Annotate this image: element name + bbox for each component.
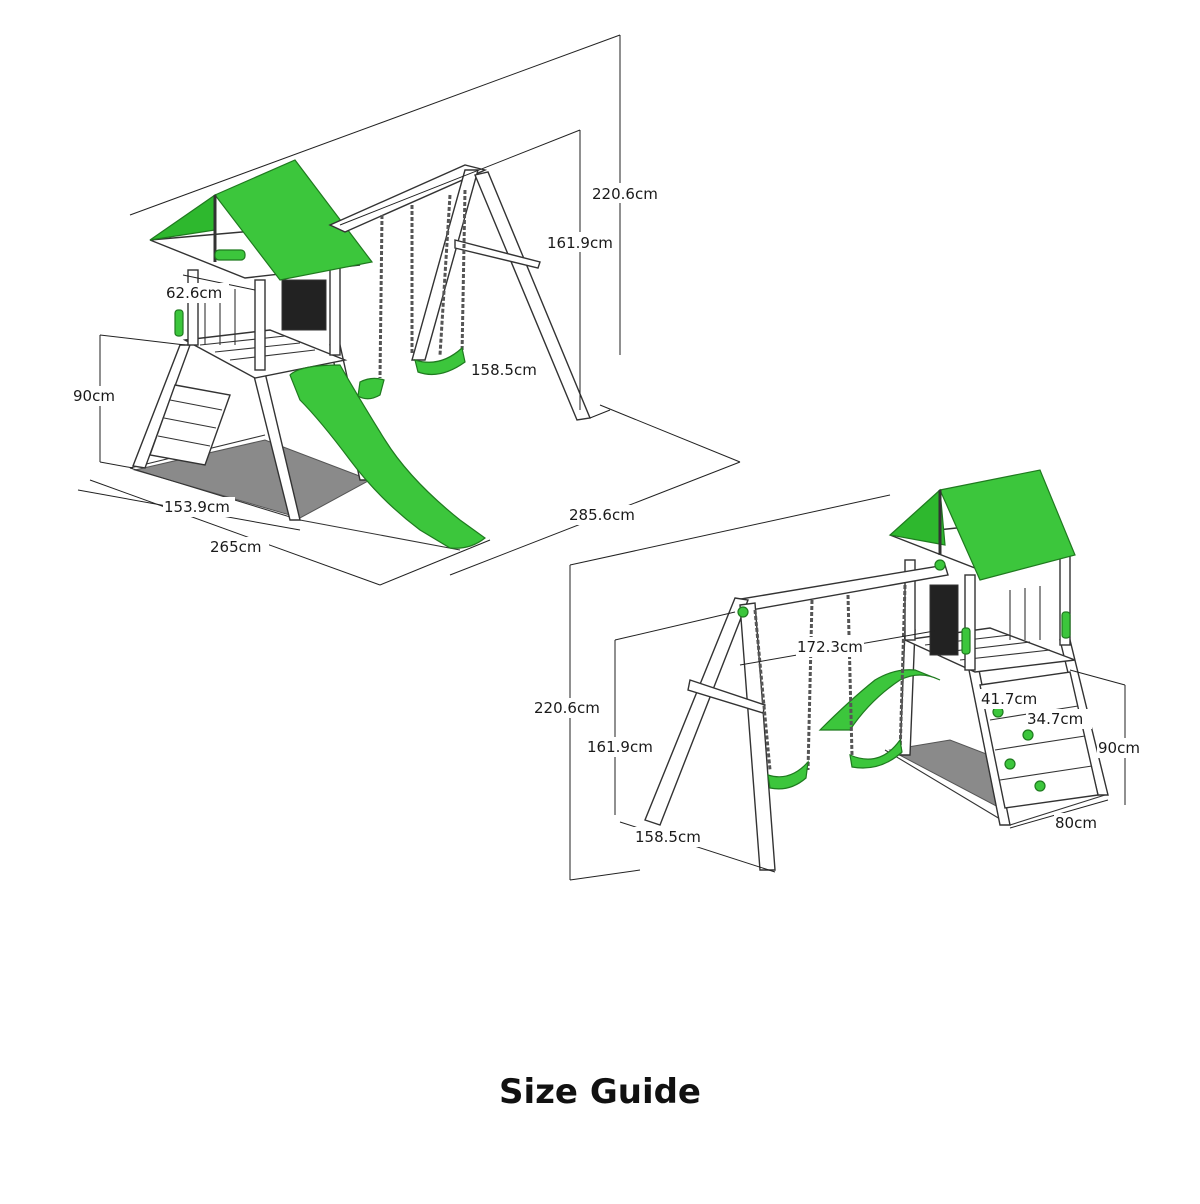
left-slide bbox=[289, 364, 486, 549]
left-swing-beam-height-label: 161.9cm bbox=[547, 234, 613, 252]
left-deck-height-label: 90cm bbox=[73, 387, 115, 405]
left-dimension-labels: 220.6cm 161.9cm 62.6cm 90cm 158.5cm 153.… bbox=[72, 183, 666, 557]
right-roof bbox=[939, 469, 1076, 581]
left-total-depth-label: 265cm bbox=[210, 538, 262, 556]
right-dimension-labels: 220.6cm 161.9cm 172.3cm 41.7cm 34.7cm 90… bbox=[533, 637, 1151, 847]
right-ladder-width-label: 34.7cm bbox=[1027, 710, 1083, 728]
left-chalkboard bbox=[281, 279, 327, 331]
right-swing-bracket-icon bbox=[737, 606, 749, 618]
left-total-height-label: 220.6cm bbox=[592, 185, 658, 203]
right-handle-right-icon bbox=[1061, 611, 1071, 639]
right-ladder-height-label: 41.7cm bbox=[981, 690, 1037, 708]
right-doorway bbox=[929, 584, 959, 656]
left-swing-seat-1 bbox=[357, 377, 385, 400]
left-playset-view bbox=[77, 34, 741, 586]
right-base-width-label: 80cm bbox=[1055, 814, 1097, 832]
left-total-length-label: 285.6cm bbox=[569, 506, 635, 524]
climbing-hold-icon bbox=[1034, 780, 1046, 792]
left-swing-seat-2 bbox=[414, 346, 466, 375]
climbing-hold-icon bbox=[1004, 758, 1016, 770]
right-swing-beam-length-label: 172.3cm bbox=[797, 638, 863, 656]
left-deck-width-label: 62.6cm bbox=[166, 284, 222, 302]
left-ladder bbox=[149, 384, 231, 466]
left-handle-icon bbox=[174, 309, 184, 337]
right-swing-seat-2 bbox=[849, 738, 903, 769]
right-swing-beam-height-label: 161.9cm bbox=[587, 738, 653, 756]
right-deck-height-label: 90cm bbox=[1098, 739, 1140, 757]
right-playset-view bbox=[569, 469, 1126, 881]
left-telescope-icon bbox=[214, 249, 246, 261]
climbing-hold-icon bbox=[1022, 729, 1034, 741]
right-base-length-label: 158.5cm bbox=[635, 828, 701, 846]
page-title: Size Guide bbox=[499, 1072, 701, 1112]
left-roof bbox=[214, 159, 374, 281]
right-swing-seat-1 bbox=[767, 760, 809, 790]
right-slide bbox=[818, 669, 941, 731]
right-swing-bracket-icon bbox=[934, 559, 946, 571]
left-base-width-label: 153.9cm bbox=[164, 498, 230, 516]
left-swing-seat-label: 158.5cm bbox=[471, 361, 537, 379]
right-total-height-label: 220.6cm bbox=[534, 699, 600, 717]
right-swing-beam bbox=[734, 564, 949, 613]
right-handle-left-icon bbox=[961, 627, 971, 655]
